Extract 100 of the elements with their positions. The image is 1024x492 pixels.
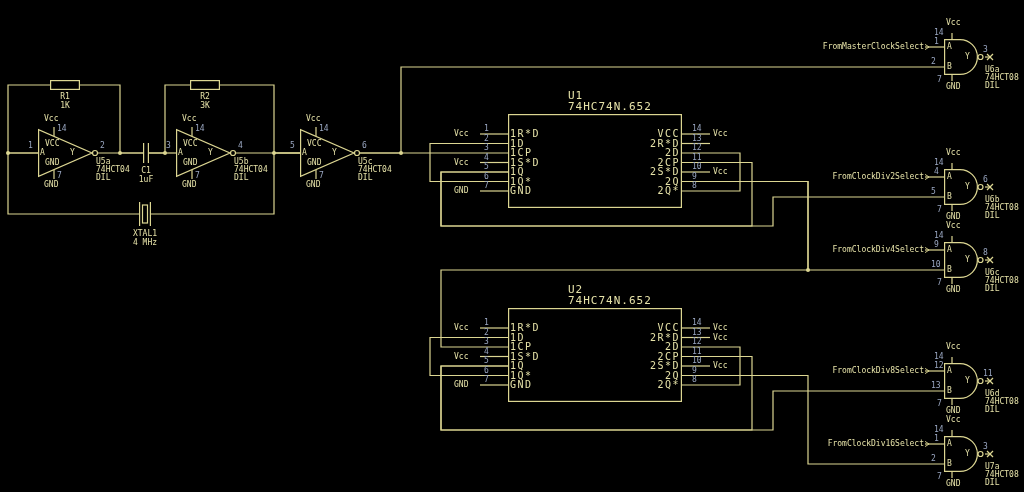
part-value: 74HCT08 <box>985 471 1019 479</box>
package-label: DIL <box>985 479 1000 487</box>
part-label: U6c <box>985 269 1000 277</box>
pin-name: 2CP <box>657 157 680 168</box>
pin-name: Y <box>965 183 970 191</box>
part-value: 74HCT08 <box>985 277 1019 285</box>
package-label: DIL <box>985 285 1000 293</box>
pin-number: 8 <box>983 249 988 257</box>
pin-name: VCC <box>657 129 680 139</box>
pin-name: 1CP <box>510 148 533 158</box>
pin-name: 1R*D <box>510 129 541 139</box>
part-value: 74HCT04 <box>358 166 392 174</box>
pin-number: 2 <box>484 134 489 143</box>
and-gate-symbol <box>944 242 985 278</box>
pin-name: 1S*D <box>510 157 541 168</box>
pin-number: 2 <box>100 142 105 150</box>
power-label: Vcc <box>713 333 728 342</box>
pin-number: 12 <box>934 362 944 370</box>
pin-name: 1Q* <box>510 176 533 187</box>
part-label: C1 <box>141 167 151 175</box>
pin-number: 8 <box>692 182 697 190</box>
part-value: 1uF <box>138 176 154 184</box>
pin-number: 4 <box>238 142 243 150</box>
power-label: GND <box>454 187 469 195</box>
pin-name: Y <box>965 256 970 264</box>
pin-number: 14 <box>319 125 329 133</box>
part-label: U5c <box>358 158 373 166</box>
wire <box>148 84 191 154</box>
pin-number: 5 <box>290 142 295 150</box>
package-label: DIL <box>96 174 111 182</box>
pin-name: 2R*D <box>649 332 680 343</box>
pin-name: VCC <box>45 139 60 148</box>
pin-number: 12 <box>692 144 702 152</box>
pin-number: 5 <box>484 163 489 171</box>
part-value: 74HC74N.652 <box>568 295 652 306</box>
power-label: Vcc <box>454 158 469 167</box>
pin-name: A <box>302 149 307 157</box>
pin-name: Y <box>332 149 337 157</box>
pin-number: 11 <box>983 370 993 378</box>
pin-name: B <box>947 387 952 395</box>
pin-number: 10 <box>931 261 941 269</box>
part-value: 74HCT08 <box>985 204 1019 212</box>
part-label: U5a <box>96 158 111 166</box>
pin-name: Y <box>70 149 75 157</box>
power-label: GND <box>306 181 321 189</box>
pin-name: A <box>947 43 952 51</box>
wire <box>924 173 945 181</box>
package-label: DIL <box>985 212 1000 220</box>
part-label: U1 <box>568 90 584 101</box>
power-label: Vcc <box>454 324 469 332</box>
pin-name: A <box>178 149 183 157</box>
pin-name: 1D <box>510 138 526 149</box>
part-label: U2 <box>568 284 584 295</box>
pin-number: 9 <box>692 366 697 375</box>
pin-name: Y <box>965 377 970 385</box>
pin-name: GND <box>307 158 322 167</box>
package-label: DIL <box>985 82 1000 90</box>
package-label: DIL <box>234 174 249 182</box>
inverter-symbol <box>176 129 236 177</box>
pin-number: 4 <box>484 347 489 356</box>
power-label: Vcc <box>713 168 728 176</box>
net-label: FromMasterClockSelect <box>822 43 924 51</box>
pin-name: B <box>947 266 952 274</box>
pin-name: Y <box>208 149 213 157</box>
wire <box>440 171 945 227</box>
part-label: R2 <box>200 93 210 101</box>
pin-name: A <box>947 440 952 448</box>
pin-number: 14 <box>934 232 944 240</box>
power-label: GND <box>946 407 961 415</box>
wire <box>440 180 809 348</box>
power-label: Vcc <box>44 115 59 123</box>
part-value: 74HCT04 <box>234 166 268 174</box>
pin-name: 2R*D <box>649 138 680 149</box>
pin-number: 1 <box>934 435 939 443</box>
pin-number: 9 <box>934 241 939 249</box>
pin-number: 12 <box>692 338 702 346</box>
pin-number: 7 <box>195 172 200 180</box>
part-value: 74HC74N.652 <box>568 101 652 112</box>
power-label: GND <box>946 480 961 488</box>
pin-number: 6 <box>362 142 367 150</box>
pin-name: Y <box>965 53 970 61</box>
pin-name: 2CP <box>657 351 680 362</box>
net-label: FromClockDiv16Select <box>827 440 924 448</box>
wire <box>681 374 945 465</box>
inverter-symbol <box>300 129 360 177</box>
pin-name: 1Q <box>510 167 526 177</box>
wire <box>924 367 945 375</box>
pin-name: VCC <box>183 139 198 148</box>
wire <box>924 440 945 448</box>
pin-number: 11 <box>692 153 702 162</box>
pin-number: 2 <box>931 58 936 66</box>
pin-number: 14 <box>57 125 67 133</box>
pin-number: 7 <box>484 182 489 190</box>
pin-number: 7 <box>57 172 62 180</box>
pin-number: 13 <box>692 134 702 143</box>
pin-number: 3 <box>983 443 988 451</box>
wire <box>681 346 741 386</box>
wire <box>924 43 945 51</box>
pin-name: 2S*D <box>649 167 680 177</box>
pin-number: 11 <box>692 347 702 356</box>
